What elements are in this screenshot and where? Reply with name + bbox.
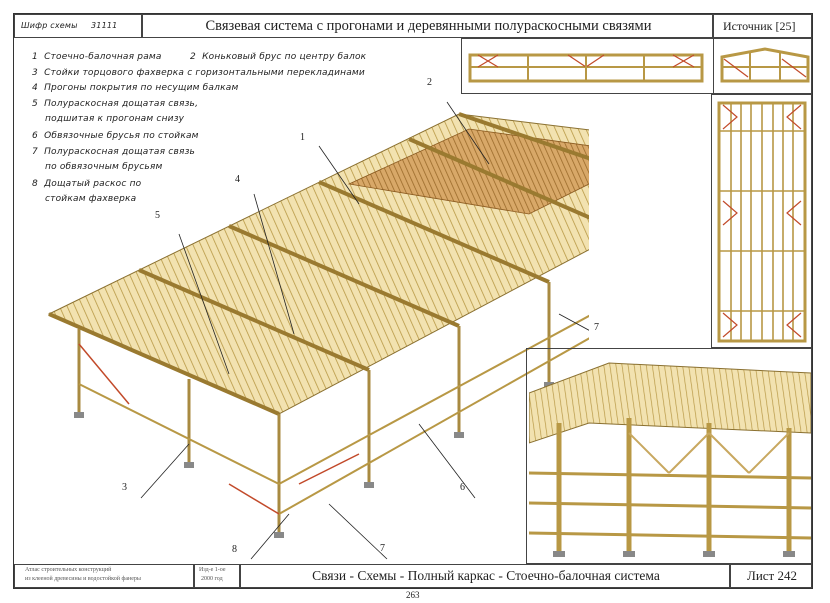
footings <box>74 382 554 538</box>
legend-item-7: 7 Полураскосная дощатая связь <box>32 147 196 157</box>
callout-1: 1 <box>300 132 305 143</box>
atlas-line-2: из клееной древесины и водостойкой фанер… <box>25 576 141 582</box>
callout-5: 5 <box>155 210 160 221</box>
edition-line-2: 2000 год <box>201 576 223 582</box>
sheet-number-cell: Лист 242 <box>730 564 812 588</box>
callout-leaders <box>140 101 589 560</box>
girts <box>78 314 589 515</box>
code-cell: Шифр схемы 31111 <box>14 14 142 38</box>
title-cell: Связевая система с прогонами и деревянны… <box>142 14 713 38</box>
callout-2: 2 <box>427 77 432 88</box>
callout-4: 4 <box>235 174 240 185</box>
sheet-number: Лист 242 <box>747 568 797 583</box>
atlas-line-1: Атлас строительных конструкций <box>25 567 112 573</box>
legend-item-5: 5 Полураскосная дощатая связь, <box>32 99 199 109</box>
atlas-cell: Атлас строительных конструкций из клеено… <box>14 564 194 588</box>
detail-perspective <box>529 362 811 557</box>
callout-7b: 7 <box>380 543 385 554</box>
roof-plan <box>717 101 807 343</box>
legend: 1 Стоечно-балочная рама 2 Коньковый брус… <box>32 52 392 232</box>
caption-cell: Связи - Схемы - Полный каркас - Стоечно-… <box>240 564 730 588</box>
legend-item-2: 2 Коньковый брус по центру балок <box>190 52 367 62</box>
legend-item-8: 8 Дощатый раскос по <box>32 179 142 189</box>
page-title: Связевая система с прогонами и деревянны… <box>205 18 652 34</box>
source-cell: Источник [25] <box>713 14 812 38</box>
elevation-panel <box>461 38 812 95</box>
callout-8: 8 <box>232 544 237 555</box>
side-elevation <box>468 53 704 83</box>
edition-cell: Изд-е 1-ое 2000 год <box>194 564 240 588</box>
code-label: Шифр схемы <box>21 21 78 30</box>
end-elevation <box>720 47 810 83</box>
page-number: 263 <box>406 590 420 600</box>
legend-item-4: 4 Прогоны покрытия по несущим балкам <box>32 83 239 93</box>
legend-item-8b: стойкам фахверка <box>45 194 137 204</box>
detail-view-panel <box>526 348 812 564</box>
callout-7a: 7 <box>594 322 599 333</box>
legend-item-3: 3 Стойки торцового фахверка с горизонтал… <box>32 68 365 78</box>
edition-line-1: Изд-е 1-ое <box>199 567 226 573</box>
callout-3: 3 <box>122 482 127 493</box>
frame-isometric-drawing <box>47 101 589 560</box>
callout-6: 6 <box>460 482 465 493</box>
source-label: Источник [25] <box>723 19 796 33</box>
sheet-caption: Связи - Схемы - Полный каркас - Стоечно-… <box>312 568 660 583</box>
frame-beams <box>48 112 589 416</box>
legend-item-5b: подшитая к прогонам снизу <box>45 114 185 124</box>
legend-item-6: 6 Обвязочные брусья по стойкам <box>32 131 199 141</box>
braces <box>78 343 360 515</box>
legend-item-7b: по обвязочным брусьям <box>45 162 163 172</box>
legend-item-1: 1 Стоечно-балочная рама <box>32 52 162 62</box>
drawing-sheet: Шифр схемы 31111 Связевая система с прог… <box>13 13 813 589</box>
code-value: 31111 <box>91 21 118 30</box>
plan-panel <box>711 94 812 348</box>
